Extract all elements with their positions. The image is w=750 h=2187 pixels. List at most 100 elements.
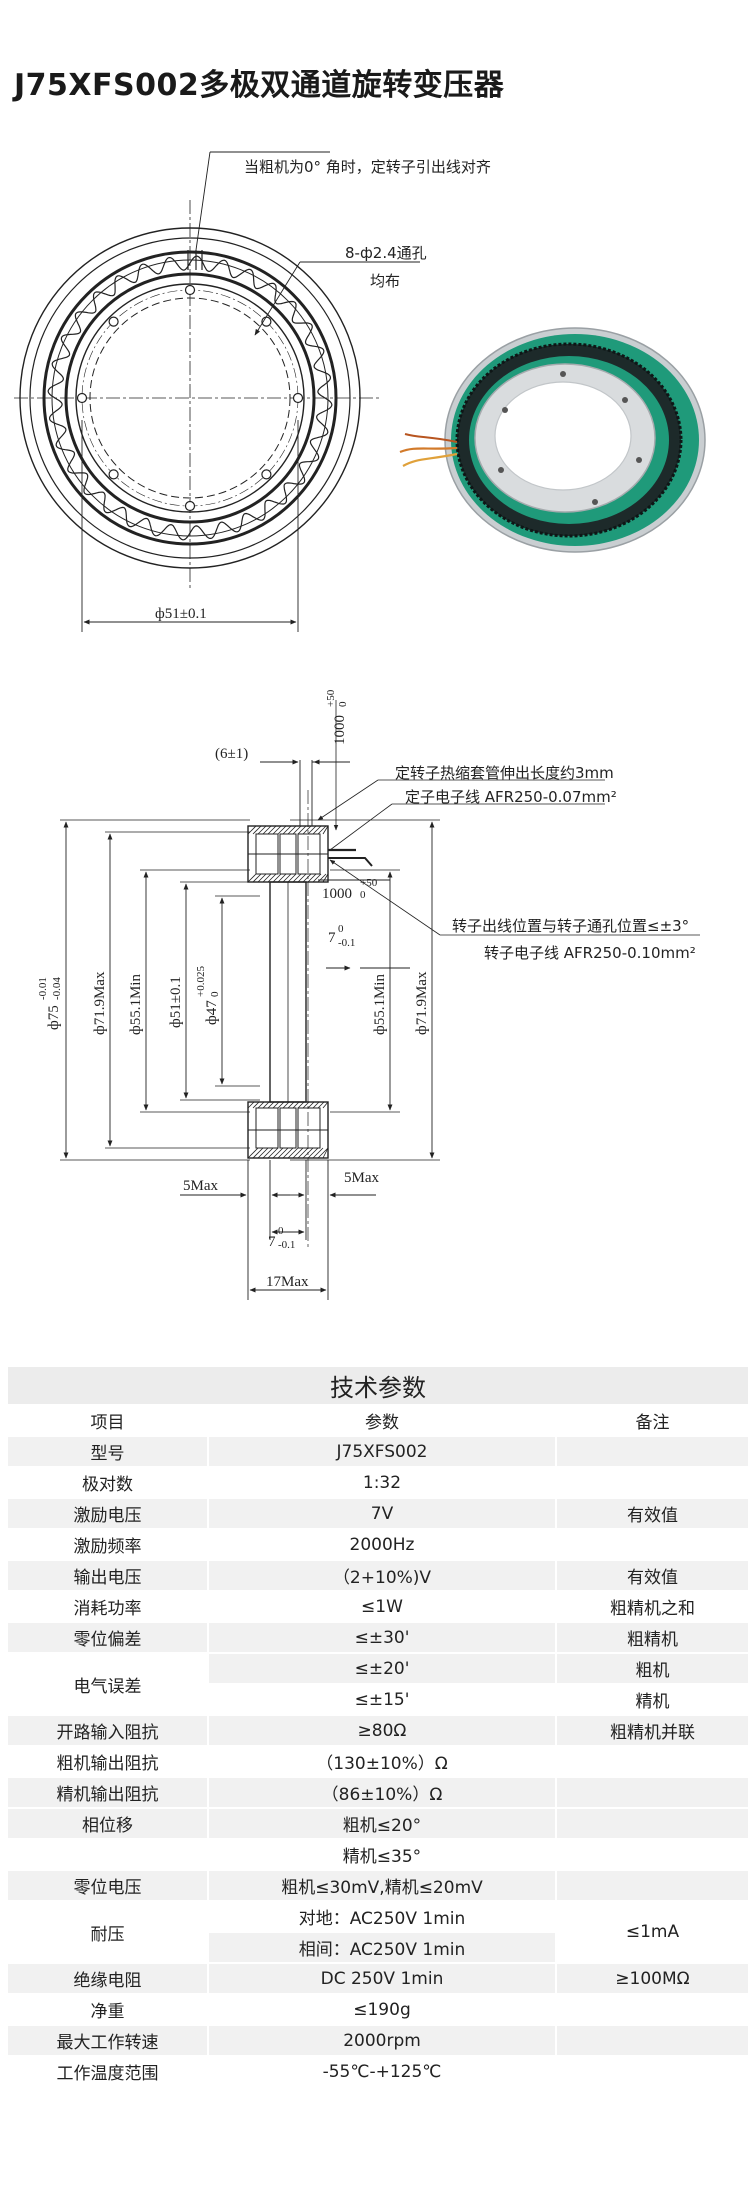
hatch-line — [292, 873, 302, 883]
hatch-line — [247, 825, 257, 835]
hatch-line — [277, 1147, 289, 1159]
cell-note: 粗精机之和 — [554, 1590, 750, 1623]
hatch-line — [317, 825, 327, 835]
cell-value: （2+10%)V — [207, 1559, 557, 1592]
hatch-line — [307, 825, 317, 835]
cell-note — [554, 2024, 750, 2057]
cell-label: 工作温度范围 — [5, 2055, 210, 2088]
hatch-line — [287, 873, 297, 883]
lead-wires-front — [187, 151, 420, 336]
dim-dia-47-lo: 0 — [209, 991, 221, 997]
table-row: 耐压对地：AC250V 1min≤1mA — [5, 1900, 750, 1964]
cell-label — [5, 1838, 210, 1871]
dim-dia-55-1-right: ф55.1Min — [372, 974, 388, 1035]
hatch-line — [262, 825, 272, 835]
col-header-note: 备注 — [554, 1404, 750, 1437]
table-row: 工作温度范围-55℃-+125℃ — [5, 2055, 750, 2088]
dim-dia-47-hi: +0.025 — [195, 966, 207, 997]
bolt-hole — [108, 469, 119, 480]
cell-value: DC 250V 1min — [207, 1962, 557, 1995]
cell-note — [554, 1838, 750, 1871]
hatch-line — [257, 825, 267, 835]
cell-note: 有效值 — [554, 1559, 750, 1592]
table-row: 粗机输出阻抗（130±10%）Ω — [5, 1745, 750, 1778]
table-row: 项目 参数 备注 — [5, 1404, 750, 1437]
hatch-line — [262, 873, 272, 883]
hatch-line — [307, 1101, 315, 1109]
hatch-line — [277, 1101, 285, 1109]
hatch-line — [322, 825, 329, 835]
table-row: 净重≤190g — [5, 1993, 750, 2026]
dim-dia-47: ф47 — [204, 1000, 220, 1025]
cell-note — [554, 1807, 750, 1840]
note-holes: 8-ф2.4通孔 — [345, 244, 427, 262]
cell-note: ≥100MΩ — [554, 1962, 750, 1995]
hatch-line — [312, 825, 322, 835]
hatch-line — [267, 1147, 279, 1159]
hatch-line — [297, 825, 307, 835]
hatch-line — [282, 825, 292, 835]
hatch-line — [317, 1101, 325, 1109]
cell-label: 输出电压 — [5, 1559, 210, 1592]
col-header-param: 参数 — [207, 1404, 557, 1437]
cell-label: 精机输出阻抗 — [5, 1776, 210, 1809]
cell-note — [554, 1745, 750, 1778]
page-title: J75XFS002多极双通道旋转变压器 — [14, 68, 505, 103]
cell-note — [554, 1435, 750, 1468]
hatch-line — [322, 1147, 329, 1159]
table-row: 相位移粗机≤20° — [5, 1807, 750, 1840]
hatch-line — [297, 1147, 309, 1159]
hatch-line — [312, 873, 322, 883]
cell-label: 开路输入阻抗 — [5, 1714, 210, 1747]
bolt-hole — [184, 284, 196, 296]
hatch-line — [297, 873, 307, 883]
cell-value: 粗机≤20° — [207, 1807, 557, 1840]
cell-note: 粗精机并联 — [554, 1714, 750, 1747]
hatch-line — [282, 1101, 290, 1109]
cell-note — [554, 1869, 750, 1902]
dim-lead-1000-top-tol: +50 — [325, 689, 337, 707]
table-row: 精机输出阻抗（86±10%）Ω — [5, 1776, 750, 1809]
hatch-line — [247, 1147, 259, 1159]
technical-drawing: 当粗机为0° 角时，定转子引出线对齐 8-ф2.4通孔 均布 ф51±0.1 — [14, 151, 706, 1300]
hatch-line — [322, 873, 329, 883]
hatch-line — [287, 825, 297, 835]
dim-bottom-lines — [180, 1160, 376, 1300]
cell-label: 粗机输出阻抗 — [5, 1745, 210, 1778]
dim-lead-1000-mid: 1000 — [322, 886, 352, 902]
hatch-line — [257, 1101, 265, 1109]
hatch-line — [262, 1101, 270, 1109]
cell-label: 相位移 — [5, 1807, 210, 1840]
dim-dia-75-lo: -0.04 — [51, 977, 63, 1000]
hatch-line — [272, 873, 282, 883]
cell-value: （130±10%）Ω — [207, 1745, 557, 1778]
hatch-line — [277, 873, 287, 883]
dim-width-7: 7 — [328, 930, 336, 946]
cell-value: 粗机≤30mV,精机≤20mV — [207, 1869, 557, 1902]
hatch-line — [257, 873, 267, 883]
hatch-line — [307, 873, 317, 883]
cell-note — [554, 1776, 750, 1809]
dim-5max-left: 5Max — [183, 1178, 218, 1194]
cell-label: 激励电压 — [5, 1497, 210, 1530]
hatch-line — [282, 1147, 294, 1159]
hatch-line — [272, 825, 282, 835]
dim-width-7b-lo: -0.1 — [278, 1239, 295, 1251]
hatch-line — [247, 873, 257, 883]
winding-wave — [47, 255, 333, 541]
spec-heading: 技术参数 — [6, 1365, 750, 1406]
hatch-line — [252, 825, 262, 835]
cell-note: ≤1mA — [554, 1900, 750, 1964]
note-rotor-align: 转子出线位置与转子通孔位置≤±3° — [452, 917, 689, 935]
cell-note: 粗精机 — [554, 1621, 750, 1654]
hatch-line — [287, 1101, 295, 1109]
cell-note — [554, 2055, 750, 2088]
cell-value: 相间：AC250V 1min — [207, 1931, 557, 1964]
cell-value: -55℃-+125℃ — [207, 2055, 557, 2088]
cell-value: ≤1W — [207, 1590, 557, 1623]
